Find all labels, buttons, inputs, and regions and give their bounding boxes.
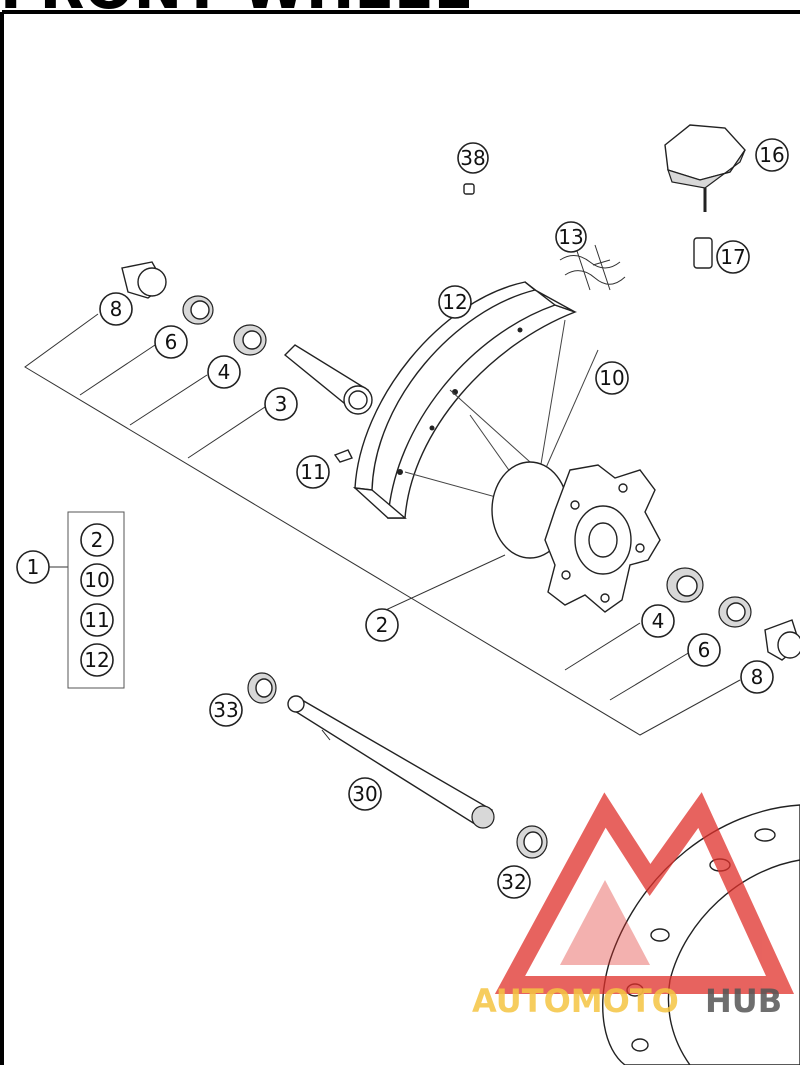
svg-text:6: 6 xyxy=(698,638,711,662)
watermark-triangle-outer xyxy=(494,792,795,994)
brake-disc xyxy=(602,804,800,1065)
watermark-text-right: HUB xyxy=(705,982,782,1020)
callout-16: 16 xyxy=(755,138,789,172)
svg-text:2: 2 xyxy=(376,613,389,637)
svg-text:13: 13 xyxy=(558,225,583,249)
rim-lock-nut xyxy=(693,237,713,269)
clamp-bushing xyxy=(516,825,548,859)
right-spacer xyxy=(764,619,800,661)
callout-11-group: 11 xyxy=(80,603,114,637)
svg-text:11: 11 xyxy=(84,608,109,632)
right-bearing xyxy=(666,567,704,603)
callout-6-left: 6 xyxy=(154,325,188,359)
svg-text:4: 4 xyxy=(652,609,665,633)
callout-38: 38 xyxy=(457,142,489,174)
watermark-text-left: AUTOMOTO xyxy=(472,982,679,1020)
callout-10-spokes: 10 xyxy=(595,361,629,395)
valve-cap xyxy=(463,183,475,195)
valve xyxy=(333,449,353,463)
wheel-hub xyxy=(491,461,661,613)
callout-10-group: 10 xyxy=(80,563,114,597)
callout-6-right: 6 xyxy=(687,633,721,667)
svg-text:30: 30 xyxy=(352,782,377,806)
left-bearing xyxy=(233,324,267,356)
callout-12-rim: 12 xyxy=(438,285,472,319)
rim-lock xyxy=(664,124,746,212)
callout-32: 32 xyxy=(497,865,531,899)
callout-33: 33 xyxy=(209,693,243,727)
callout-2-hub: 2 xyxy=(365,608,399,642)
svg-text:16: 16 xyxy=(759,143,784,167)
svg-text:6: 6 xyxy=(165,330,178,354)
svg-text:32: 32 xyxy=(501,870,526,894)
axle xyxy=(287,695,495,829)
axle-collar xyxy=(247,672,277,704)
svg-text:12: 12 xyxy=(84,648,109,672)
svg-text:11: 11 xyxy=(300,460,325,484)
rim xyxy=(352,281,578,519)
callout-12-group: 12 xyxy=(80,643,114,677)
svg-text:38: 38 xyxy=(460,146,485,170)
callout-4-right: 4 xyxy=(641,604,675,638)
leader-lines xyxy=(24,259,741,736)
svg-text:3: 3 xyxy=(275,392,288,416)
callout-11-valve: 11 xyxy=(296,455,330,489)
left-seal xyxy=(182,295,214,325)
callout-17: 17 xyxy=(716,240,750,274)
svg-text:4: 4 xyxy=(218,360,231,384)
svg-text:8: 8 xyxy=(110,297,123,321)
callout-8-right: 8 xyxy=(740,660,774,694)
frame xyxy=(0,10,800,1065)
callout-1: 1 xyxy=(16,550,50,584)
svg-text:2: 2 xyxy=(91,528,104,552)
svg-text:1: 1 xyxy=(27,555,40,579)
svg-text:10: 10 xyxy=(599,366,624,390)
distance-tube xyxy=(283,344,373,415)
svg-text:10: 10 xyxy=(84,568,109,592)
callout-4-left: 4 xyxy=(207,355,241,389)
callout-30: 30 xyxy=(348,777,382,811)
right-seal xyxy=(718,596,752,628)
callout-8-left: 8 xyxy=(99,292,133,326)
left-spacer xyxy=(121,261,167,299)
watermark-logo xyxy=(494,792,795,994)
callout-13: 13 xyxy=(555,221,587,253)
callout-3: 3 xyxy=(264,387,298,421)
callout-2-group: 2 xyxy=(80,523,114,557)
watermark-triangle-inner xyxy=(560,880,650,965)
svg-text:33: 33 xyxy=(213,698,238,722)
svg-text:12: 12 xyxy=(442,290,467,314)
svg-text:17: 17 xyxy=(720,245,745,269)
svg-text:8: 8 xyxy=(751,665,764,689)
rim-tape xyxy=(559,244,626,291)
